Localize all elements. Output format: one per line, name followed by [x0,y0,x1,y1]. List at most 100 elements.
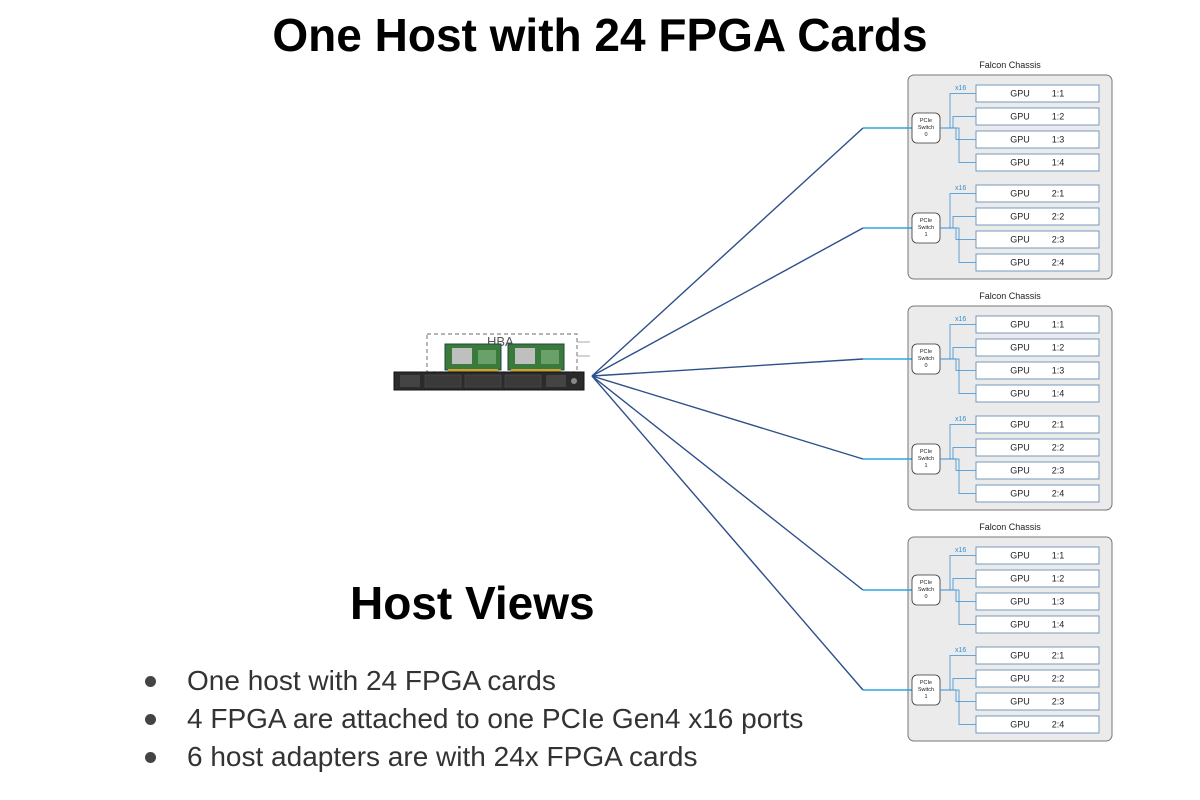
link-width-label: x16 [955,185,966,192]
gpu-index: 1:1 [1052,320,1065,330]
gpu-index: 2:2 [1052,443,1065,453]
link-width-label: x16 [955,547,966,554]
slot-connector [940,127,976,163]
gpu-label: GPU [1010,697,1030,707]
pcie-switch-label: PCIe [920,580,932,586]
chassis-title: Falcon Chassis [979,522,1041,532]
gpu-slot [975,315,1100,334]
gpu-index: 1:4 [1052,158,1065,168]
host-link-cable [591,358,864,377]
gpu-index: 2:3 [1052,466,1065,476]
slot-connector [940,589,976,625]
gpu-slot [975,107,1100,126]
gpu-slot [975,338,1100,357]
gpu-label: GPU [1010,551,1030,561]
gpu-label: GPU [1010,389,1030,399]
host-link-cable [591,375,864,691]
pcie-switch-label: PCIe [920,680,932,686]
bullet-dot [145,752,156,763]
gpu-slot [975,230,1100,249]
gpu-slot [975,715,1100,734]
gpu-index: 1:1 [1052,551,1065,561]
pcie-switch-label: Switch [918,587,934,593]
pcie-switch-label: 1 [924,232,927,238]
gpu-label: GPU [1010,489,1030,499]
host-link-cable [591,227,864,377]
chassis-title: Falcon Chassis [979,291,1041,301]
gpu-label: GPU [1010,235,1030,245]
gpu-label: GPU [1010,135,1030,145]
gpu-slot [975,415,1100,434]
gpu-index: 1:2 [1052,112,1065,122]
gpu-index: 2:1 [1052,651,1065,661]
gpu-slot [975,569,1100,588]
gpu-index: 1:3 [1052,135,1065,145]
gpu-label: GPU [1010,574,1030,584]
bullet-text: 6 host adapters are with 24x FPGA cards [187,741,698,772]
gpu-slot [975,484,1100,503]
pcie-switch-label: Switch [918,225,934,231]
gpu-label: GPU [1010,620,1030,630]
pcie-switch-label: PCIe [920,349,932,355]
gpu-slot [975,438,1100,457]
slot-connector [940,227,976,263]
gpu-index: 2:4 [1052,489,1065,499]
chassis-title: Falcon Chassis [979,60,1041,70]
gpu-slot [975,692,1100,711]
gpu-index: 2:3 [1052,235,1065,245]
gpu-index: 1:3 [1052,597,1065,607]
host-link-cable [591,375,864,460]
gpu-index: 1:2 [1052,343,1065,353]
gpu-label: GPU [1010,420,1030,430]
gpu-index: 2:1 [1052,189,1065,199]
slot-connector [940,689,976,725]
pcie-switch-label: 0 [924,363,927,369]
host-link-cable [591,127,864,377]
link-width-label: x16 [955,416,966,423]
pcie-switch-label: Switch [918,125,934,131]
bullet-list: One host with 24 FPGA cards 4 FPGA are a… [140,662,803,776]
gpu-label: GPU [1010,320,1030,330]
gpu-slot [975,184,1100,203]
gpu-slot [975,646,1100,665]
bullet-text: 4 FPGA are attached to one PCIe Gen4 x16… [187,703,804,734]
gpu-slot [975,669,1100,688]
gpu-label: GPU [1010,674,1030,684]
gpu-index: 1:2 [1052,574,1065,584]
gpu-slot [975,592,1100,611]
gpu-index: 2:3 [1052,697,1065,707]
cable-links [591,127,864,691]
gpu-label: GPU [1010,212,1030,222]
gpu-label: GPU [1010,366,1030,376]
page-title: One Host with 24 FPGA Cards [272,9,928,61]
gpu-slot [975,546,1100,565]
pcie-switch-label: PCIe [920,449,932,455]
gpu-index: 2:2 [1052,674,1065,684]
gpu-slot [975,361,1100,380]
bullet-text: One host with 24 FPGA cards [187,665,556,696]
pcie-switch-label: Switch [918,687,934,693]
gpu-slot [975,384,1100,403]
link-width-label: x16 [955,85,966,92]
pcie-switch-label: 1 [924,694,927,700]
link-width-label: x16 [955,647,966,654]
list-item: 4 FPGA are attached to one PCIe Gen4 x16… [140,700,803,738]
list-item: 6 host adapters are with 24x FPGA cards [140,738,803,776]
link-width-label: x16 [955,316,966,323]
slot-connector [940,358,976,394]
gpu-label: GPU [1010,158,1030,168]
gpu-label: GPU [1010,343,1030,353]
pcie-switch-label: 0 [924,594,927,600]
gpu-label: GPU [1010,443,1030,453]
pcie-switch-label: 1 [924,463,927,469]
gpu-slot [975,153,1100,172]
gpu-label: GPU [1010,258,1030,268]
pcie-switch-label: Switch [918,456,934,462]
